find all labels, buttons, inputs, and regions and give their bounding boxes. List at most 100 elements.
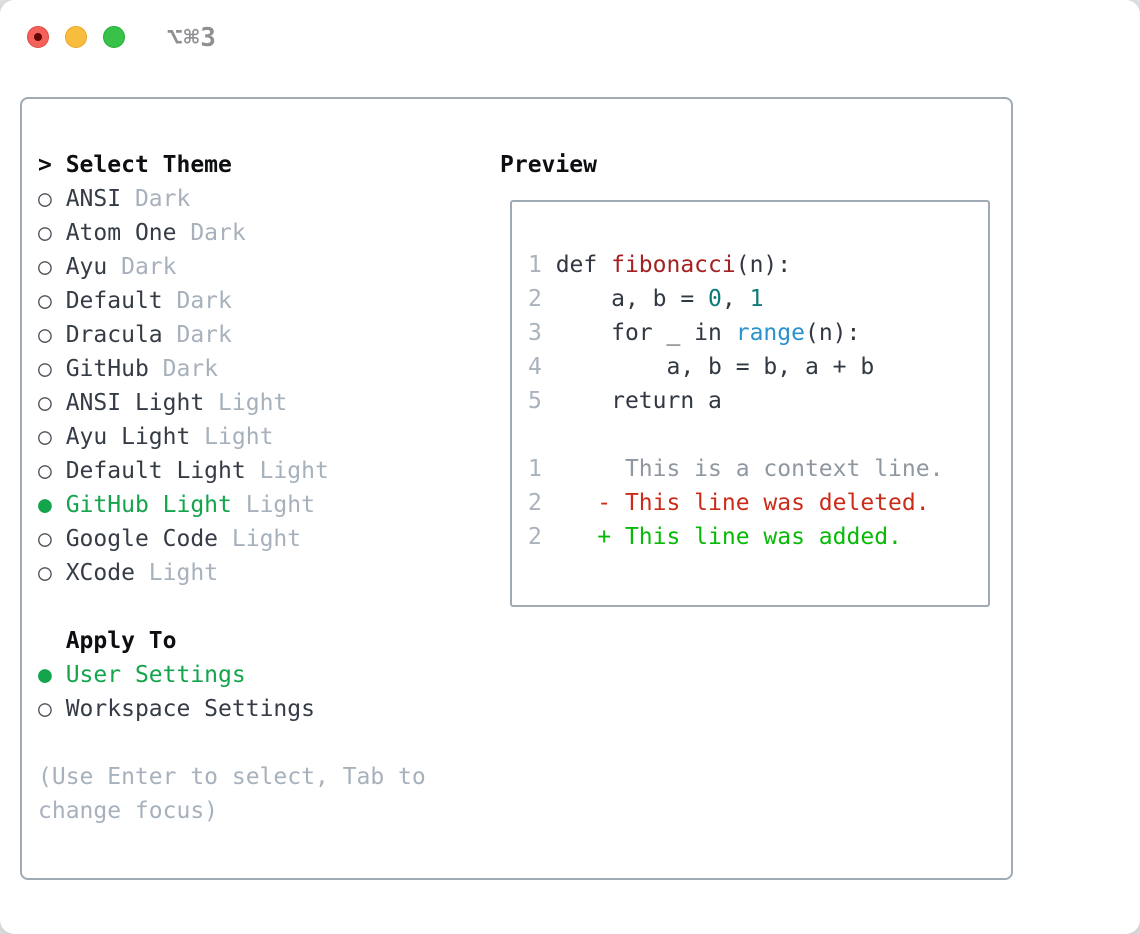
theme-variant: Light	[190, 424, 274, 450]
theme-option-github-dark[interactable]: ○ GitHub Dark	[38, 352, 426, 386]
hint-line-1: (Use Enter to select, Tab to	[38, 760, 426, 794]
token-num: 1	[749, 286, 764, 312]
spacer-row	[38, 726, 426, 760]
minimize-button[interactable]	[65, 26, 87, 48]
token-code: for _ in	[555, 320, 736, 346]
preview-line-9: 2 + This line was added.	[528, 520, 976, 554]
spacer-row	[38, 590, 426, 624]
preview-line-1: 1 def fibonacci(n):	[528, 248, 976, 282]
radio-unselected-icon: ○	[38, 186, 66, 212]
theme-option-atom-one-dark[interactable]: ○ Atom One Dark	[38, 216, 426, 250]
line-number: 4	[528, 354, 556, 380]
preview-line-5: 5 return a	[528, 384, 976, 418]
theme-menu: > Select Theme○ ANSI Dark○ Atom One Dark…	[38, 148, 426, 828]
theme-name: Default	[65, 288, 163, 314]
theme-name: ANSI	[65, 186, 122, 212]
token-num: 0	[708, 286, 722, 312]
line-number: 3	[528, 320, 556, 346]
preview-line-3: 3 for _ in range(n):	[528, 316, 976, 350]
token-code: (n):	[804, 320, 861, 346]
token-code: return a	[555, 388, 722, 414]
token-ctx: This is a context line.	[555, 456, 944, 482]
theme-option-default-light-light[interactable]: ○ Default Light Light	[38, 454, 426, 488]
theme-option-ayu-dark[interactable]: ○ Ayu Dark	[38, 250, 426, 284]
preview-pane: Preview 1 def fibonacci(n):2 a, b = 0, 1…	[500, 148, 990, 607]
line-number: 1	[528, 456, 556, 482]
theme-option-xcode-light[interactable]: ○ XCode Light	[38, 556, 426, 590]
close-button[interactable]	[27, 26, 49, 48]
token-code: ,	[721, 286, 750, 312]
theme-option-dracula-dark[interactable]: ○ Dracula Dark	[38, 318, 426, 352]
theme-name: Atom One	[65, 220, 177, 246]
line-number	[528, 422, 556, 448]
radio-unselected-icon: ○	[38, 458, 66, 484]
line-number: 2	[528, 490, 556, 516]
preview-line-2: 2 a, b = 0, 1	[528, 282, 976, 316]
theme-option-google-code-light[interactable]: ○ Google Code Light	[38, 522, 426, 556]
select-theme-label: Select Theme	[65, 152, 232, 178]
apply-option-label: Workspace Settings	[65, 696, 315, 722]
theme-variant: Dark	[121, 186, 191, 212]
token-code: (n):	[735, 252, 792, 278]
preview-line-6	[528, 418, 976, 452]
theme-option-github-light-light[interactable]: ● GitHub Light Light	[38, 488, 426, 522]
line-number: 2	[528, 524, 556, 550]
maximize-button[interactable]	[103, 26, 125, 48]
radio-unselected-icon: ○	[38, 560, 66, 586]
hint-line-2: change focus)	[38, 794, 426, 828]
theme-name: GitHub Light	[65, 492, 232, 518]
apply-option-workspace-settings[interactable]: ○ Workspace Settings	[38, 692, 426, 726]
hint-text: (Use Enter to select, Tab to	[38, 764, 426, 790]
preview-title: Preview	[500, 152, 597, 178]
preview-line-8: 2 - This line was deleted.	[528, 486, 976, 520]
theme-variant: Dark	[107, 254, 177, 280]
theme-option-ansi-dark[interactable]: ○ ANSI Dark	[38, 182, 426, 216]
cursor-icon: >	[38, 152, 66, 178]
theme-picker-panel: > Select Theme○ ANSI Dark○ Atom One Dark…	[20, 97, 1013, 880]
hint-text: change focus)	[38, 798, 219, 824]
line-number: 1	[528, 252, 556, 278]
radio-unselected-icon: ○	[38, 356, 66, 382]
radio-unselected-icon: ○	[38, 424, 66, 450]
theme-option-default-dark[interactable]: ○ Default Dark	[38, 284, 426, 318]
preview-line-4: 4 a, b = b, a + b	[528, 350, 976, 384]
line-number: 2	[528, 286, 556, 312]
indent	[38, 628, 66, 654]
theme-variant: Light	[218, 526, 302, 552]
theme-option-ansi-light-light[interactable]: ○ ANSI Light Light	[38, 386, 426, 420]
radio-selected-icon: ●	[38, 492, 66, 518]
token-code: a, b = b, a + b	[555, 354, 875, 380]
theme-name: ANSI Light	[65, 390, 205, 416]
apply-to-label: Apply To	[65, 628, 177, 654]
token-code: a, b =	[555, 286, 709, 312]
apply-option-user-settings[interactable]: ● User Settings	[38, 658, 426, 692]
theme-variant: Dark	[148, 356, 219, 382]
apply-to-header: Apply To	[38, 624, 426, 658]
titlebar: ⌥⌘3	[0, 0, 1140, 75]
radio-selected-icon: ●	[38, 662, 66, 688]
radio-unselected-icon: ○	[38, 220, 66, 246]
theme-variant: Light	[245, 458, 329, 484]
theme-name: Default Light	[65, 458, 246, 484]
theme-name: XCode	[65, 560, 135, 586]
token-fn: fibonacci	[611, 252, 736, 278]
radio-unselected-icon: ○	[38, 696, 66, 722]
line-number: 5	[528, 388, 556, 414]
theme-variant: Dark	[162, 288, 232, 314]
theme-variant: Dark	[176, 220, 246, 246]
record-dot-icon	[34, 33, 42, 41]
radio-unselected-icon: ○	[38, 390, 66, 416]
theme-name: Ayu Light	[65, 424, 191, 450]
window-title: ⌥⌘3	[167, 23, 217, 53]
theme-name: Google Code	[65, 526, 219, 552]
theme-variant: Dark	[162, 322, 232, 348]
select-theme-header: > Select Theme	[38, 148, 426, 182]
radio-unselected-icon: ○	[38, 254, 66, 280]
preview-line-7: 1 This is a context line.	[528, 452, 976, 486]
token-add: + This line was added.	[555, 524, 902, 550]
token-code: def	[555, 252, 612, 278]
radio-unselected-icon: ○	[38, 288, 66, 314]
token-blt: range	[735, 320, 805, 346]
theme-option-ayu-light-light[interactable]: ○ Ayu Light Light	[38, 420, 426, 454]
